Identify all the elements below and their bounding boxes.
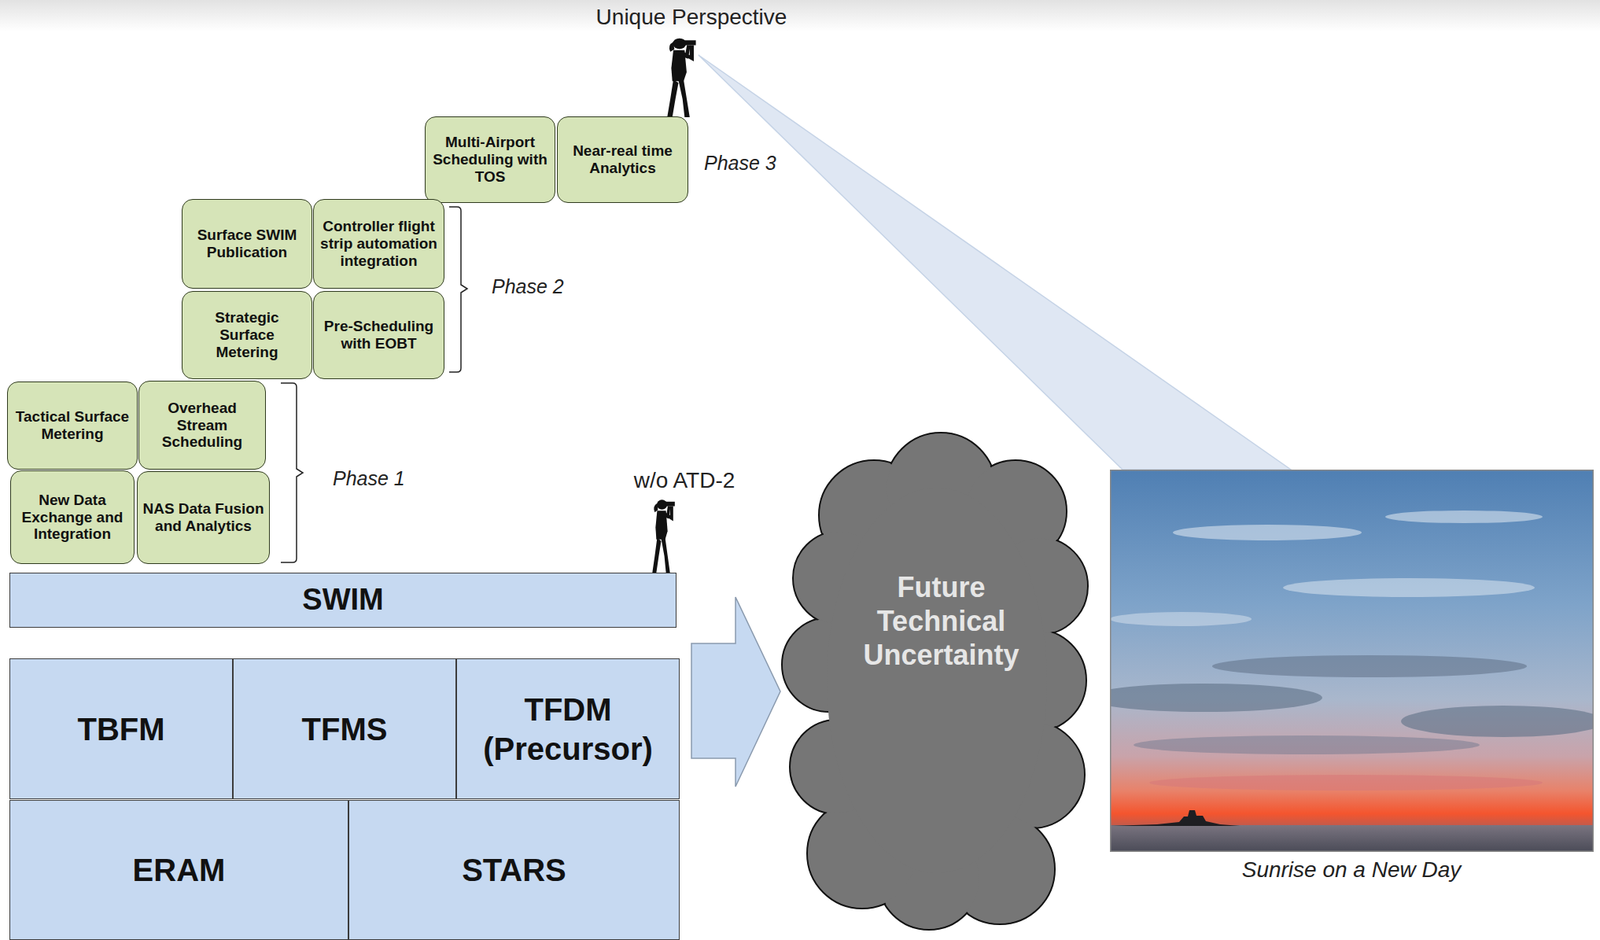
binoculars [665,501,675,507]
binoculars [683,40,697,45]
system-box: TFDM (Precursor) [456,658,680,800]
box-text: Surface SWIM Publication [187,226,307,262]
phase-box: Strategic Surface Metering [181,291,313,380]
sunrise-photo [1086,469,1600,852]
box-text: TFDM (Precursor) [461,689,675,769]
phase-label: Phase 2 [491,275,565,299]
phase-box: Tactical Surface Metering [7,381,138,470]
swim-band: SWIM [9,572,677,628]
system-box: TBFM [9,658,233,800]
system-box: TFMS [232,658,457,800]
phase-box: NAS Data Fusion and Analytics [136,471,270,565]
photo-water [1109,825,1594,852]
box-text: Controller flight strip automation integ… [318,217,439,270]
box-text: SWIM [302,581,384,620]
photo-cloud [1385,510,1543,524]
phase-box: Multi-Airport Scheduling with TOS [424,116,556,203]
photo-cloud [1133,735,1480,755]
phase-box: Overhead Stream Scheduling [138,380,266,470]
person-figure [652,499,675,573]
person-leg [678,79,690,118]
photo-cloud [1172,524,1362,541]
block-arrow [691,597,781,787]
phase-label: Phase 1 [332,467,406,491]
system-box: ERAM [9,800,349,940]
box-text: Tactical Surface Metering [12,408,133,443]
person-arm [676,44,690,57]
cloud-fill [826,487,1048,874]
box-text: Multi-Airport Scheduling with TOS [430,133,550,186]
photo-frame [1110,470,1594,852]
box-text: New Data Exchange and Integration [15,491,130,544]
phase-bracket [280,383,303,563]
person-leg [661,538,671,573]
person-arm [659,506,669,517]
cloud-shape [791,428,1092,934]
phase-bracket [449,206,468,373]
uncertainty-cloud: Future Technical Uncertainty [791,428,1092,934]
perspective-label: Unique Perspective [596,4,788,30]
photo-cloud [1282,578,1535,598]
box-text: STARS [461,850,567,890]
box-text: Near-real time Analytics [562,142,683,177]
photo-cloud [1109,611,1252,627]
view-beam [698,55,1291,470]
box-text: Pre-Scheduling with EOBT [318,317,439,353]
person-figure [667,38,696,118]
phase-box: New Data Exchange and Integration [10,470,135,565]
person-leg [667,79,679,118]
photo-sky [1109,469,1594,852]
phase-box: Pre-Scheduling with EOBT [313,291,445,380]
phase-box: Near-real time Analytics [556,116,689,203]
top-band [0,0,1600,32]
box-text: TBFM [77,709,165,749]
photo-cloud [1086,683,1323,712]
box-text: NAS Data Fusion and Analytics [142,500,265,535]
box-text: TFMS [302,709,388,749]
phase-box: Controller flight strip automation integ… [313,199,445,289]
system-box: STARS [348,800,680,940]
box-text: Strategic Surface Metering [187,309,307,362]
phase-label: Phase 3 [704,151,777,175]
photo-caption: Sunrise on a New Day [1242,857,1462,883]
perspective-label: w/o ATD-2 [634,468,736,494]
box-text: Overhead Stream Scheduling [143,399,261,452]
photo-island [1109,810,1240,826]
photo-cloud [1149,774,1543,791]
phase-box: Surface SWIM Publication [181,199,313,289]
photo-cloud [1212,655,1527,678]
photo-cloud [1400,705,1600,738]
box-text: Future Technical Uncertainty [847,570,1036,673]
box-text: ERAM [132,850,226,890]
person-leg [652,538,661,573]
